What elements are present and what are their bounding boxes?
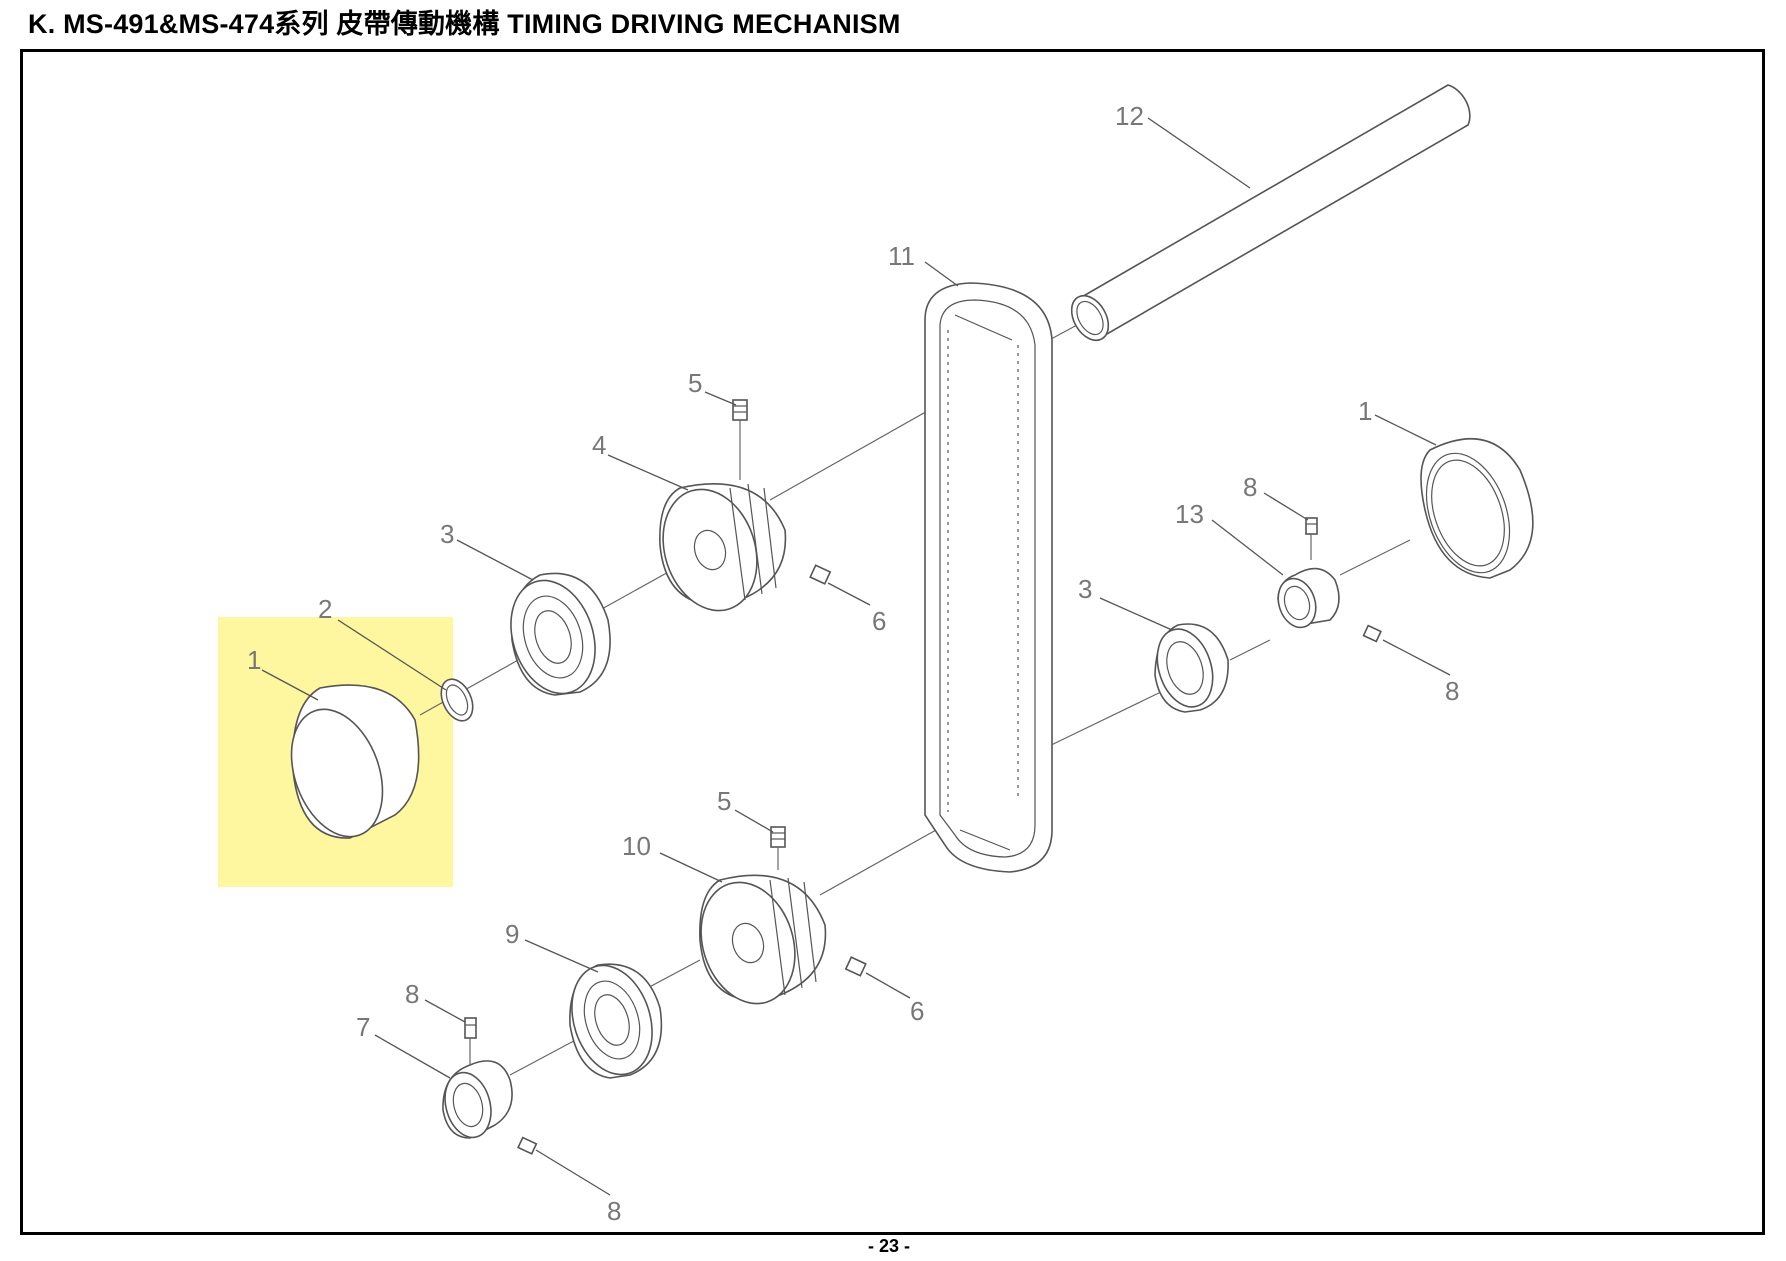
part-8-screw-left[interactable] <box>464 1017 477 1065</box>
callout-3-right: 3 <box>1078 574 1092 604</box>
part-6-screw-lower[interactable] <box>844 956 867 977</box>
callout-4: 4 <box>592 430 606 460</box>
assembly-axis-lines <box>419 317 1411 1076</box>
part-12-shaft[interactable] <box>1064 84 1471 347</box>
callout-7: 7 <box>356 1012 370 1042</box>
part-8-screw-right-bottom[interactable] <box>1362 624 1382 643</box>
callout-13: 13 <box>1175 499 1204 529</box>
part-8-screw-bottom[interactable] <box>517 1136 538 1155</box>
part-9-bearing[interactable] <box>559 955 666 1085</box>
callout-9: 9 <box>505 919 519 949</box>
part-8-screw-right-top[interactable] <box>1305 517 1318 560</box>
callout-3-upper: 3 <box>440 519 454 549</box>
part-3-bearing-right[interactable] <box>1148 622 1229 714</box>
page-number: - 23 - <box>868 1236 911 1256</box>
callout-8-right-top: 8 <box>1243 472 1257 502</box>
callout-8-bottom: 8 <box>607 1196 621 1226</box>
callout-1-left: 1 <box>247 645 261 675</box>
diagram-frame <box>20 49 1765 1235</box>
part-5-set-screw-upper[interactable] <box>732 399 748 480</box>
callout-5-lower: 5 <box>717 786 731 816</box>
callout-1-right: 1 <box>1358 396 1372 426</box>
callout-11: 11 <box>888 241 915 271</box>
callout-2: 2 <box>318 594 332 624</box>
callout-6-lower: 6 <box>910 996 924 1026</box>
part-11-timing-belt[interactable] <box>924 282 1053 873</box>
part-13-collar[interactable] <box>1272 567 1340 633</box>
callout-6-upper: 6 <box>872 606 886 636</box>
callout-10: 10 <box>622 831 651 861</box>
callout-12: 12 <box>1115 101 1144 131</box>
part-1-cover-right[interactable] <box>1411 437 1534 585</box>
callout-8-left: 8 <box>405 979 419 1009</box>
part-3-bearing-upper[interactable] <box>497 569 611 704</box>
part-5-set-screw-lower[interactable] <box>770 826 786 870</box>
leader-lines <box>261 117 1451 1196</box>
callout-labels: 1 2 3 4 5 6 12 11 1 8 13 3 8 5 10 9 6 8 … <box>247 101 1459 1226</box>
page-title: K. MS-491&MS-474系列 皮帶傳動機構 TIMING DRIVING… <box>28 9 901 39</box>
part-7-collar[interactable] <box>438 1060 513 1143</box>
part-4-pulley-upper[interactable] <box>648 477 787 623</box>
callout-8-right-bottom: 8 <box>1445 676 1459 706</box>
callout-5-upper: 5 <box>688 368 702 398</box>
part-6-screw-upper[interactable] <box>809 564 832 585</box>
part-2-retaining-ring[interactable] <box>435 674 479 726</box>
part-10-pulley-lower[interactable] <box>686 870 827 1016</box>
part-1-cover-left[interactable] <box>275 684 420 849</box>
